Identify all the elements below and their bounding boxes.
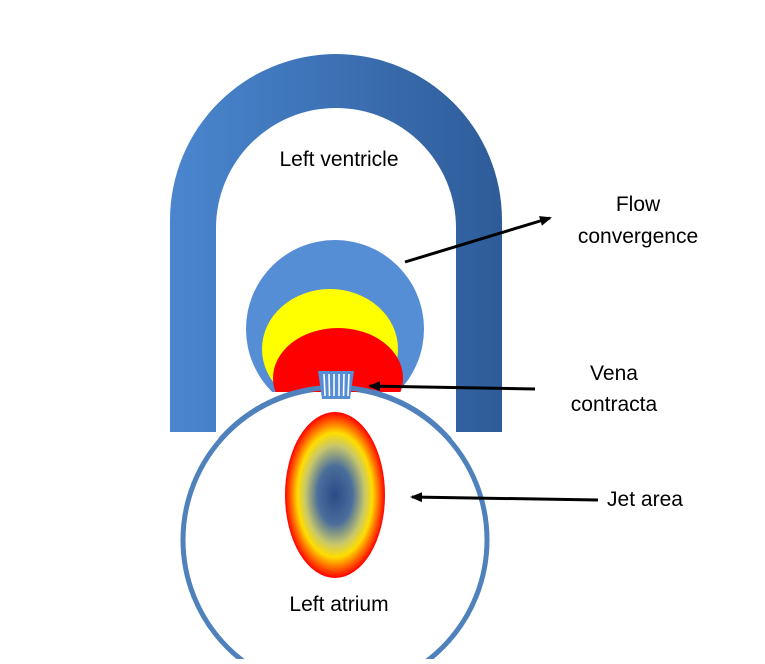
flow-convergence-arrow [404, 216, 552, 264]
jet-area-arrow [410, 492, 599, 503]
jet-area-label: Jet area [607, 488, 683, 511]
flow-convergence-label-line2: convergence [578, 225, 698, 248]
left-ventricle-wall [170, 54, 502, 432]
left-ventricle-label: Left ventricle [279, 148, 398, 171]
flow-convergence-label-line1: Flow [616, 193, 661, 216]
flow-convergence-zone [246, 240, 424, 392]
vena-contracta-label-line1: Vena [590, 362, 638, 385]
vena-contracta-label-line2: contracta [571, 393, 658, 416]
flow-convergence-inner [273, 328, 403, 392]
vena-contracta-arrow [368, 381, 536, 392]
regurgitant-jet [285, 412, 385, 578]
left-atrium-label: Left atrium [289, 593, 388, 616]
vena-contracta-marker [318, 371, 354, 399]
